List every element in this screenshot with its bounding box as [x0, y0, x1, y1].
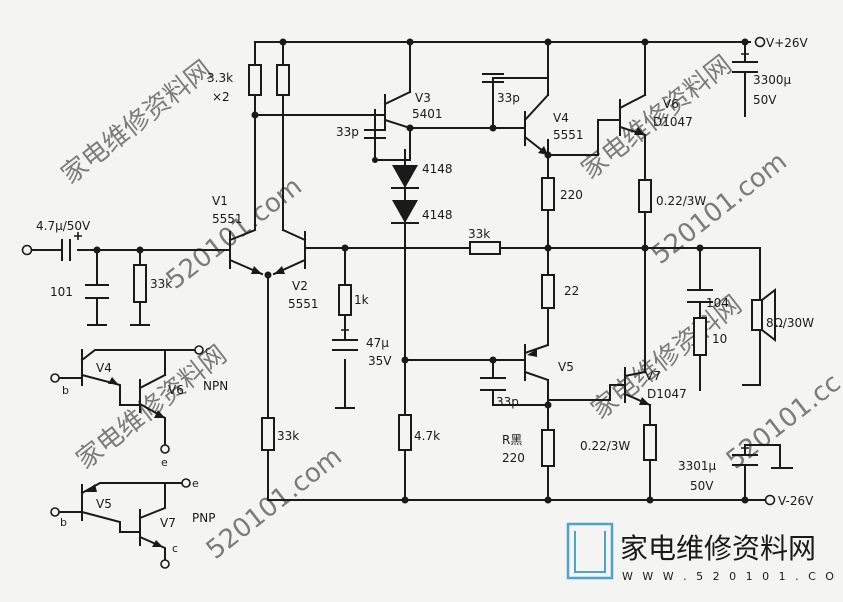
legend-b2: b	[60, 516, 67, 529]
label-r47k: 4.7k	[414, 429, 440, 443]
resistor-33k-tail	[261, 417, 275, 451]
label-r022-a: 0.22/3W	[656, 194, 706, 208]
resistor-1k	[338, 284, 352, 316]
label-r10: 10	[712, 332, 727, 346]
watermark-text: 家电维修资料网	[56, 55, 218, 191]
legend-v7: V7	[160, 516, 176, 530]
label-cap-bot: 3301μ	[678, 459, 717, 473]
watermark-url: 520101.com	[646, 146, 793, 270]
transistors	[228, 90, 652, 407]
diodes	[391, 165, 419, 224]
resistor-10	[693, 317, 707, 356]
label-r-black-val: 220	[502, 451, 525, 465]
label-r33k-fb: 33k	[468, 227, 490, 241]
label-v7: V7	[645, 369, 661, 383]
resistor-3.3k-b	[276, 64, 290, 96]
label-c101: 101	[50, 285, 73, 299]
speaker	[751, 287, 776, 343]
label-c33p-a: 33p	[336, 125, 359, 139]
terminals	[21, 36, 776, 506]
label-v6-part: D1047	[653, 115, 693, 129]
label-r220: 220	[560, 188, 583, 202]
resistor-33k-feedback	[469, 241, 501, 255]
input-terminal	[21, 244, 33, 256]
diode-4148-a	[392, 165, 418, 188]
legend-e2: e	[192, 477, 199, 490]
label-r33k-x2-mult: ×2	[212, 90, 230, 104]
label-c47-v: 35V	[368, 354, 392, 368]
label-r33k-in: 33k	[150, 277, 172, 291]
watermark-url: 520101.com	[161, 171, 308, 295]
label-diode-b: 4148	[422, 208, 453, 222]
label-c33p-b: 33p	[497, 91, 520, 105]
capacitors	[61, 50, 758, 476]
legend-c2: c	[172, 542, 178, 555]
legend-pnp-label: PNP	[192, 511, 215, 525]
resistor-3.3k-a	[248, 64, 262, 96]
label-speaker: 8Ω/30W	[766, 316, 814, 330]
label-cap-top: 3300μ	[753, 73, 792, 87]
label-vplus: V+26V	[766, 36, 809, 50]
resistors	[133, 64, 707, 467]
logo-text: 家电维修资料网	[620, 532, 816, 565]
label-v1: V1	[212, 194, 228, 208]
label-c47: 47μ	[366, 336, 389, 350]
diode-4148-b	[392, 200, 418, 223]
label-v2: V2	[292, 279, 308, 293]
label-v2-part: 5551	[288, 297, 319, 311]
watermark-url-fragment: 520101.cc	[721, 368, 843, 475]
logo-url: W W W . 5 2 0 1 0 1 . C O M	[622, 570, 843, 583]
legend-v5: V5	[96, 497, 112, 511]
label-r33k-x2: 3.3k	[207, 71, 233, 85]
label-v6: V6	[663, 97, 679, 111]
legend-pnp	[50, 478, 191, 569]
label-cap-bot-v: 50V	[690, 479, 714, 493]
label-v5: V5	[558, 360, 574, 374]
legend-npn-label: NPN	[203, 379, 228, 393]
label-r022-b: 0.22/3W	[580, 439, 630, 453]
label-v1-part: 5551	[212, 212, 243, 226]
label-diode-a: 4148	[422, 162, 453, 176]
label-vminus: V-26V	[778, 494, 814, 508]
label-cap-top-v: 50V	[753, 93, 777, 107]
watermark-text: 家电维修资料网	[586, 290, 748, 426]
legend-c1: c	[205, 344, 211, 357]
legend-npn	[50, 345, 204, 454]
label-c33p-c: 33p	[496, 395, 519, 409]
resistor-r-black-220	[541, 429, 555, 467]
site-logo: 家电维修资料网 W W W . 5 2 0 1 0 1 . C O M	[566, 522, 843, 583]
label-r1k: 1k	[354, 293, 369, 307]
resistor-0.22-top	[638, 179, 652, 213]
legend-e1: e	[161, 456, 168, 469]
legend-v4: V4	[96, 361, 112, 375]
labels: V+26V V-26V 3300μ 50V 3301μ 50V 3.3k ×2 …	[36, 36, 814, 555]
junctions	[93, 38, 749, 504]
label-v4: V4	[553, 111, 569, 125]
legend-v6: V6	[168, 383, 184, 397]
resistor-22	[541, 274, 555, 309]
label-cin: 4.7μ/50V	[36, 219, 91, 233]
resistor-4.7k	[398, 414, 412, 451]
watermark-url: 520101.com	[201, 441, 348, 565]
legend-b1: b	[62, 384, 69, 397]
label-r-black: R黑	[502, 433, 522, 447]
resistor-0.22-bottom	[643, 424, 657, 461]
resistor-220	[541, 177, 555, 211]
vplus-terminal	[754, 36, 766, 48]
label-v3: V3	[415, 91, 431, 105]
label-r33k-tail: 33k	[277, 429, 299, 443]
label-r22: 22	[564, 284, 579, 298]
logo-icon	[566, 522, 614, 580]
label-c104: 104	[706, 296, 729, 310]
vminus-terminal	[764, 494, 776, 506]
resistor-33k-input	[133, 264, 147, 303]
label-v4-part: 5551	[553, 128, 584, 142]
label-v3-part: 5401	[412, 107, 443, 121]
label-v7-part: D1047	[647, 387, 687, 401]
